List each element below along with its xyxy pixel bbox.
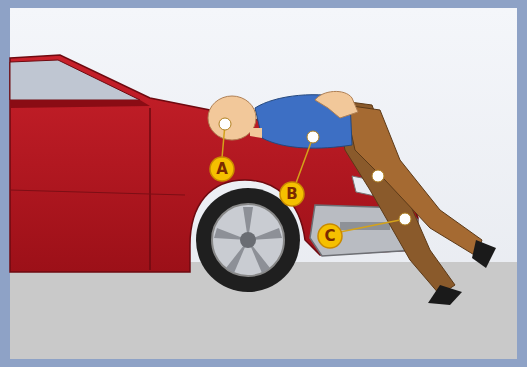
leg-front (345, 105, 482, 256)
arm (315, 91, 358, 118)
shoe (428, 285, 462, 305)
impact-dot (307, 131, 319, 143)
door-line (149, 108, 151, 270)
impact-dot (219, 118, 231, 130)
shoe (472, 240, 496, 268)
callout-circle (210, 157, 234, 181)
windshield (10, 60, 140, 100)
background (10, 8, 517, 359)
callout-letter: C (318, 224, 342, 248)
neck (250, 128, 262, 138)
hub (240, 232, 256, 248)
callout-letter: A (210, 157, 234, 181)
callout-circle (318, 224, 342, 248)
impact-dot (372, 170, 384, 182)
callout-letter: B (280, 182, 304, 206)
head (208, 96, 256, 140)
body-line (10, 190, 185, 195)
rim (212, 204, 284, 276)
impact-dot (399, 213, 411, 225)
window-trim (10, 100, 150, 108)
callout-circle (280, 182, 304, 206)
